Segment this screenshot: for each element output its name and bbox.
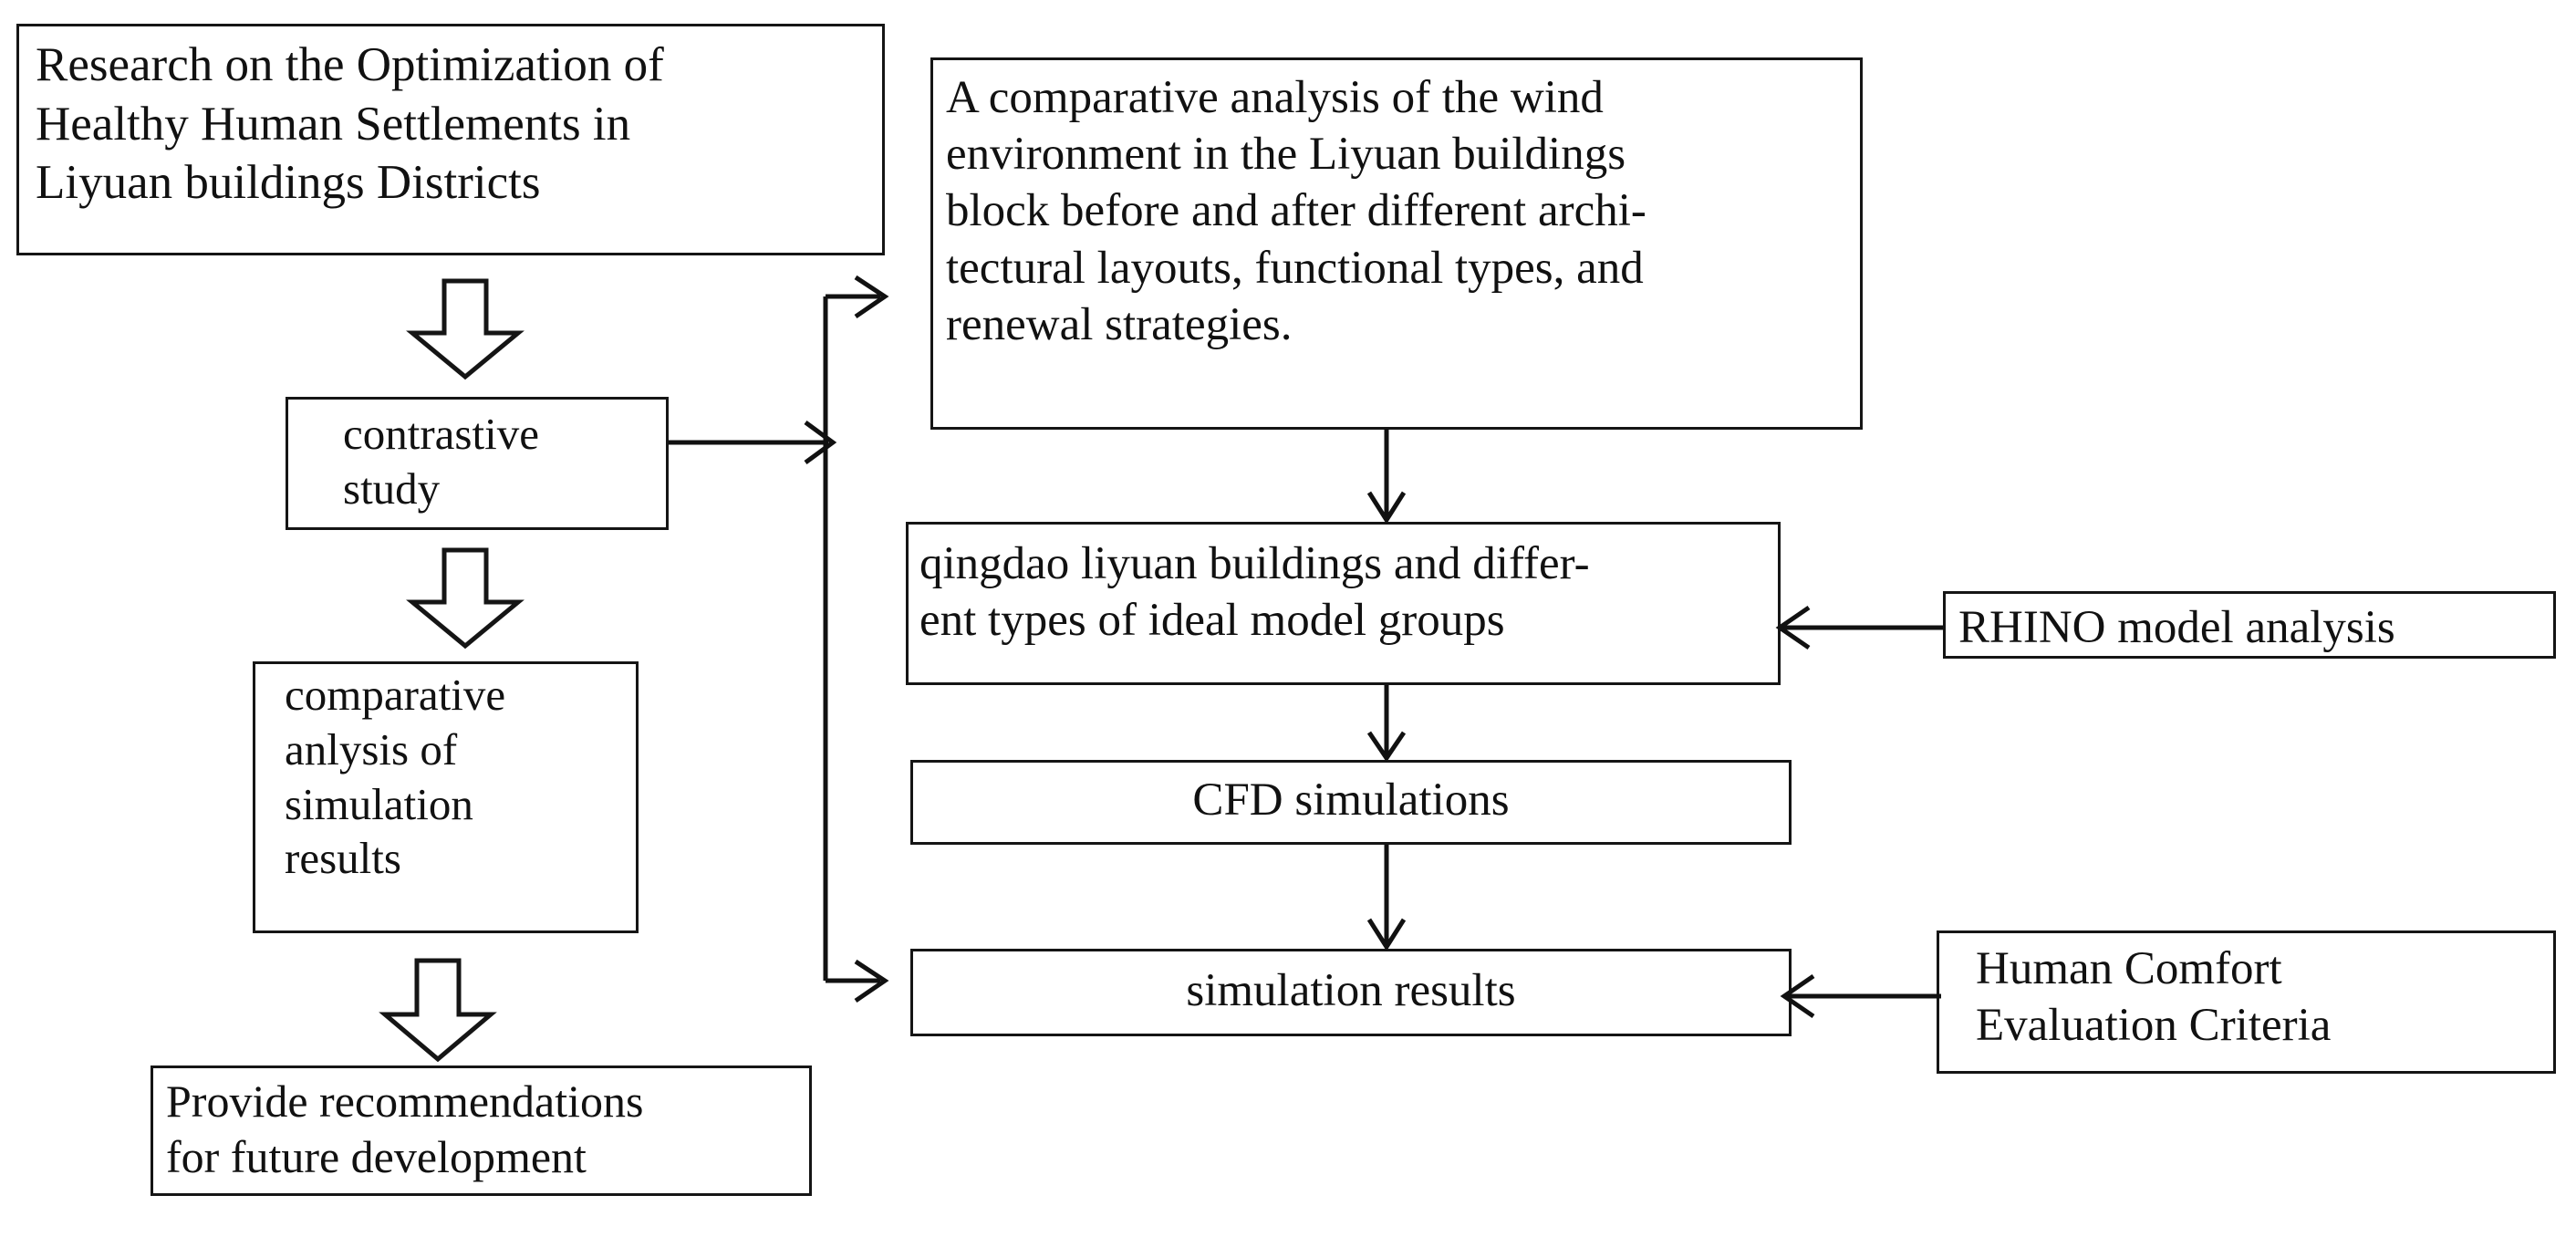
node-wind-comparative-analysis-label: A comparative analysis of the wind envir… — [946, 72, 1646, 350]
connector-contrastive-to-trunk — [669, 420, 837, 465]
node-research-title-label: Research on the Optimization of Healthy … — [36, 38, 664, 210]
connector-rhino-to-qingdao — [1775, 605, 1943, 650]
block-arrow-comparative-to-provide — [379, 958, 497, 1063]
node-simulation-results: simulation results — [910, 949, 1792, 1036]
node-qingdao-models-label: qingdao liyuan buildings and differ- ent… — [919, 538, 1590, 647]
node-comparative-analysis-label: comparative anlysis of simulation result… — [285, 670, 506, 884]
node-qingdao-models: qingdao liyuan buildings and differ- ent… — [906, 522, 1781, 685]
node-rhino-model-analysis-label: RHINO model analysis — [1958, 602, 2395, 653]
connector-cfd-to-simulation-results — [1366, 845, 1407, 951]
connector-qingdao-to-cfd — [1366, 685, 1407, 763]
node-human-comfort-criteria-label: Human Comfort Evaluation Criteria — [1976, 943, 2332, 1052]
connector-comfort-to-simulation-results — [1780, 973, 1941, 1019]
node-rhino-model-analysis: RHINO model analysis — [1943, 591, 2556, 659]
node-provide-recommendations: Provide recommendations for future devel… — [151, 1065, 812, 1196]
node-cfd-simulations-label: CFD simulations — [1192, 774, 1510, 826]
node-provide-recommendations-label: Provide recommendations for future devel… — [166, 1076, 644, 1182]
node-comparative-analysis: comparative anlysis of simulation result… — [253, 661, 639, 933]
node-cfd-simulations: CFD simulations — [910, 760, 1792, 845]
block-arrow-title-to-contrastive — [406, 278, 525, 380]
node-wind-comparative-analysis: A comparative analysis of the wind envir… — [930, 57, 1863, 430]
node-contrastive-study-label: contrastive study — [343, 409, 539, 514]
block-arrow-contrastive-to-comparative — [406, 547, 525, 650]
connector-trunk-vertical — [823, 275, 889, 1003]
node-human-comfort-criteria: Human Comfort Evaluation Criteria — [1937, 930, 2556, 1074]
node-simulation-results-label: simulation results — [1186, 965, 1516, 1016]
node-contrastive-study: contrastive study — [286, 397, 669, 530]
node-research-title: Research on the Optimization of Healthy … — [16, 24, 885, 255]
connector-wind-analysis-to-qingdao — [1366, 429, 1407, 525]
